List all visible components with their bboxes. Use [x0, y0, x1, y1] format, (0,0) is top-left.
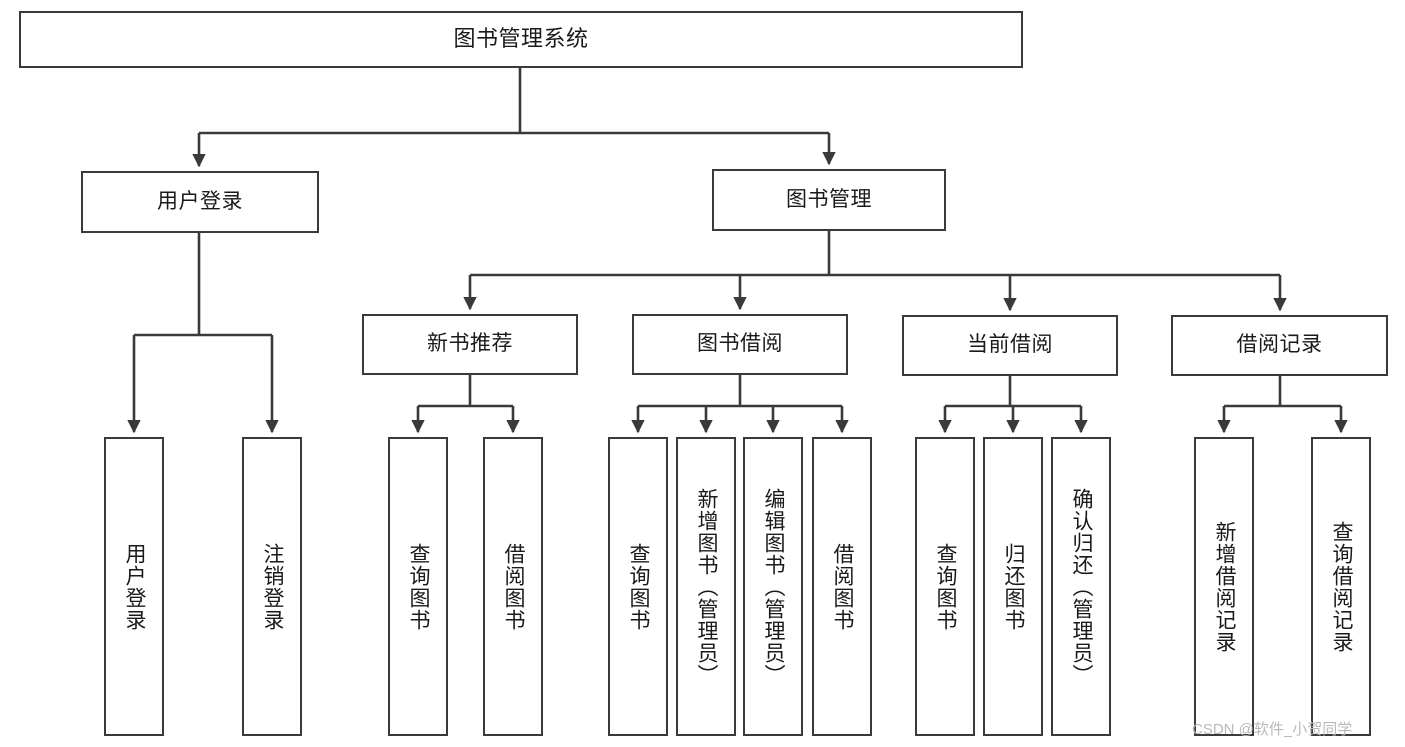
- node-leaf-add-book-label: 新增图书（管理员）: [695, 487, 719, 686]
- node-leaf-edit-book-label: 编辑图书（管理员）: [762, 487, 786, 686]
- node-user-login[interactable]: 用户登录: [81, 171, 319, 233]
- node-leaf-edit-book[interactable]: 编辑图书（管理员）: [743, 437, 803, 736]
- node-leaf-user-logout[interactable]: 注销登录: [242, 437, 302, 736]
- node-leaf-user-login[interactable]: 用户登录: [104, 437, 164, 736]
- node-user-login-label: 用户登录: [157, 189, 243, 213]
- node-leaf-query-book-3-label: 查询图书: [934, 542, 958, 631]
- node-book-manage-label: 图书管理: [786, 187, 872, 211]
- node-leaf-borrow-book-2-label: 借阅图书: [831, 542, 855, 631]
- node-new-book-recommend-label: 新书推荐: [427, 332, 513, 356]
- node-leaf-add-record[interactable]: 新增借阅记录: [1194, 437, 1254, 736]
- node-leaf-confirm-return-label: 确认归还（管理员）: [1070, 487, 1094, 686]
- node-leaf-borrow-book-2[interactable]: 借阅图书: [812, 437, 872, 736]
- csdn-watermark: CSDN @软件_小贺同学: [1192, 721, 1353, 738]
- node-leaf-confirm-return[interactable]: 确认归还（管理员）: [1051, 437, 1111, 736]
- node-book-manage[interactable]: 图书管理: [712, 169, 946, 231]
- node-leaf-query-book-2-label: 查询图书: [627, 542, 651, 631]
- node-borrow-record[interactable]: 借阅记录: [1171, 315, 1388, 376]
- node-root-label: 图书管理系统: [453, 26, 589, 52]
- node-book-borrow[interactable]: 图书借阅: [632, 314, 848, 375]
- node-current-borrow[interactable]: 当前借阅: [902, 315, 1118, 376]
- node-book-borrow-label: 图书借阅: [697, 332, 783, 356]
- node-current-borrow-label: 当前借阅: [967, 333, 1053, 357]
- node-leaf-query-record[interactable]: 查询借阅记录: [1311, 437, 1371, 736]
- node-leaf-query-book-2[interactable]: 查询图书: [608, 437, 668, 736]
- node-leaf-return-book[interactable]: 归还图书: [983, 437, 1043, 736]
- node-leaf-borrow-book-1-label: 借阅图书: [502, 542, 526, 631]
- node-leaf-query-record-label: 查询借阅记录: [1330, 520, 1354, 653]
- node-leaf-query-book-1-label: 查询图书: [407, 542, 431, 631]
- node-leaf-borrow-book-1[interactable]: 借阅图书: [483, 437, 543, 736]
- node-leaf-user-logout-label: 注销登录: [261, 542, 285, 631]
- node-leaf-return-book-label: 归还图书: [1002, 542, 1026, 631]
- node-leaf-add-record-label: 新增借阅记录: [1213, 520, 1237, 653]
- node-leaf-add-book[interactable]: 新增图书（管理员）: [676, 437, 736, 736]
- node-leaf-user-login-label: 用户登录: [123, 542, 147, 631]
- node-new-book-recommend[interactable]: 新书推荐: [362, 314, 578, 375]
- node-borrow-record-label: 借阅记录: [1236, 333, 1323, 357]
- node-leaf-query-book-1[interactable]: 查询图书: [388, 437, 448, 736]
- node-root[interactable]: 图书管理系统: [19, 11, 1023, 68]
- node-leaf-query-book-3[interactable]: 查询图书: [915, 437, 975, 736]
